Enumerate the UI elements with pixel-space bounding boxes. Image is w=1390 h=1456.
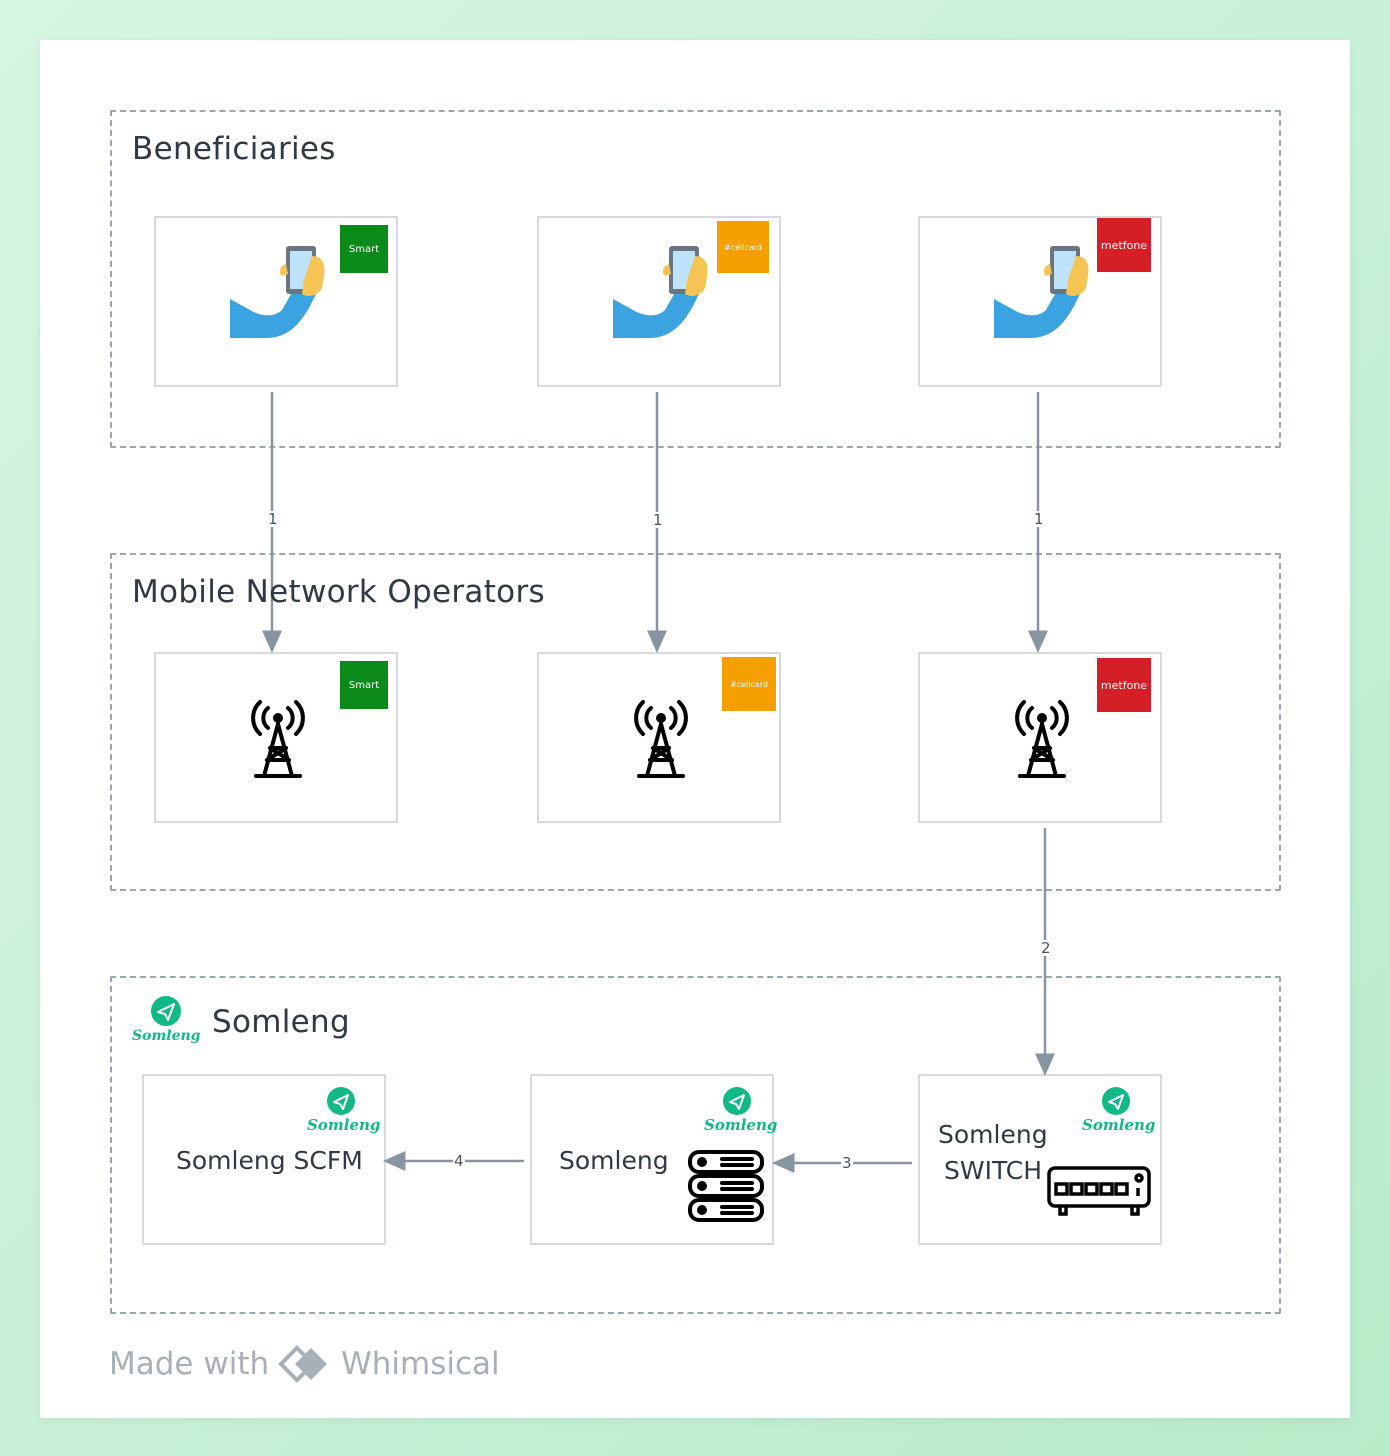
- node-label-core: Somleng: [559, 1146, 669, 1175]
- cellcard-logo-text: #cellcard: [724, 242, 762, 252]
- cell-tower-icon: [634, 700, 688, 778]
- cell-tower-icon: [1015, 700, 1069, 778]
- node-label-switch-line1: Somleng: [938, 1120, 1048, 1149]
- operator-card-cellcard[interactable]: #cellcard: [537, 652, 781, 823]
- made-with-whimsical[interactable]: Made with Whimsical: [109, 1345, 500, 1383]
- paper-plane-icon: [723, 1087, 751, 1115]
- group-beneficiaries: [110, 110, 1281, 448]
- group-mobile-network-operators: [110, 553, 1281, 891]
- hand-holding-phone-icon: [230, 246, 325, 338]
- metfone-logo: metfone: [1097, 218, 1151, 272]
- beneficiary-card-smart[interactable]: Smart: [154, 216, 398, 387]
- group-title-somleng: Somleng: [212, 1004, 350, 1040]
- group-somleng: [110, 976, 1281, 1314]
- node-label-switch-line2: SWITCH: [944, 1156, 1043, 1185]
- somleng-wordmark: Somleng: [1082, 1116, 1156, 1134]
- somleng-wordmark: Somleng: [307, 1116, 381, 1134]
- smart-logo-text: Smart: [348, 243, 380, 255]
- hand-holding-phone-icon: [613, 246, 708, 338]
- whimsical-logo-icon: [278, 1345, 328, 1383]
- node-somleng-switch[interactable]: Somleng Somleng SWITCH: [918, 1074, 1162, 1245]
- cellcard-logo: #cellcard: [717, 221, 769, 273]
- cell-tower-icon: [251, 700, 305, 778]
- smart-logo: Smart: [340, 661, 388, 709]
- operator-card-metfone[interactable]: metfone: [918, 652, 1162, 823]
- node-somleng-scfm[interactable]: Somleng Somleng SCFM: [142, 1074, 386, 1245]
- somleng-group-wordmark: Somleng: [132, 1028, 201, 1044]
- paper-plane-icon: [1102, 1087, 1130, 1115]
- hand-holding-phone-icon: [994, 246, 1089, 338]
- edge-label-3: 3: [841, 1154, 853, 1172]
- footer-brand: Whimsical: [341, 1346, 500, 1382]
- somleng-group-logo: [151, 996, 181, 1026]
- cellcard-logo-text: #cellcard: [730, 679, 768, 689]
- cellcard-logo: #cellcard: [722, 657, 776, 711]
- group-title-mno: Mobile Network Operators: [132, 574, 545, 610]
- edge-label-1-cellcard: 1: [652, 511, 664, 529]
- footer-made-with: Made with: [109, 1346, 270, 1382]
- smart-logo: Smart: [340, 225, 388, 273]
- smart-logo-text: Smart: [348, 679, 380, 691]
- network-switch-icon: [1047, 1166, 1151, 1216]
- metfone-logo-text: metfone: [1100, 678, 1148, 692]
- beneficiary-card-metfone[interactable]: metfone: [918, 216, 1162, 387]
- node-label-scfm: Somleng SCFM: [176, 1146, 363, 1175]
- operator-card-smart[interactable]: Smart: [154, 652, 398, 823]
- metfone-logo-text: metfone: [1100, 238, 1148, 252]
- edge-label-4: 4: [453, 1152, 465, 1170]
- paper-plane-icon: [327, 1087, 355, 1115]
- node-somleng-core[interactable]: Somleng Somleng: [530, 1074, 778, 1245]
- server-rack-icon: [688, 1150, 764, 1222]
- beneficiary-card-cellcard[interactable]: #cellcard: [537, 216, 781, 387]
- edge-label-2: 2: [1040, 939, 1052, 957]
- edge-label-1-metfone: 1: [1033, 510, 1045, 528]
- edge-label-1-smart: 1: [267, 510, 279, 528]
- group-title-beneficiaries: Beneficiaries: [132, 131, 336, 167]
- metfone-logo: metfone: [1097, 658, 1151, 712]
- somleng-wordmark: Somleng: [704, 1116, 778, 1134]
